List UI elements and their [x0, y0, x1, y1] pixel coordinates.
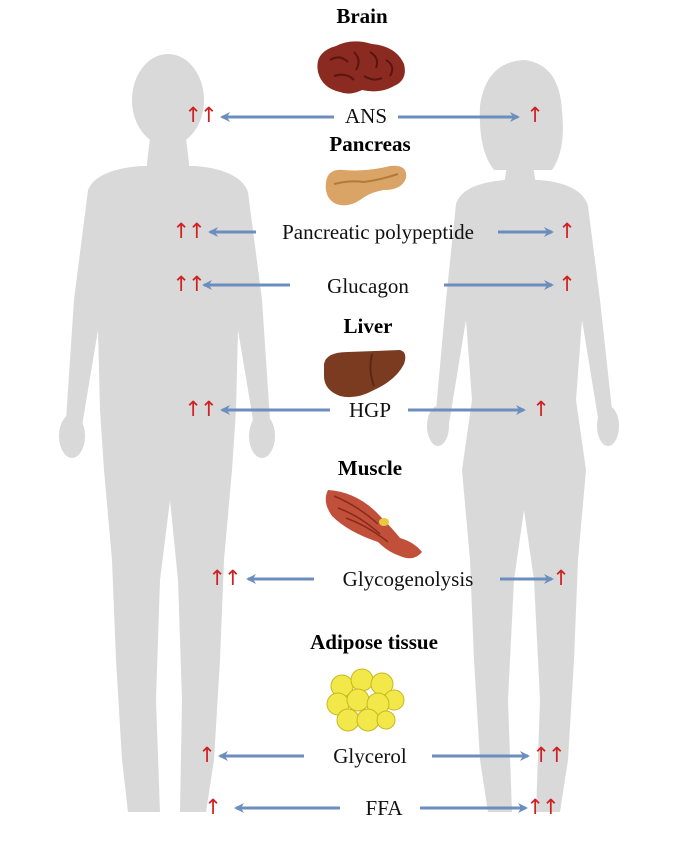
female-silhouette-icon [427, 60, 619, 812]
muscle-icon [325, 490, 422, 559]
glycogenolysis-female-indicator: ↑ [552, 566, 570, 590]
hgp-label: HGP [348, 398, 392, 422]
pancreatic-polypeptide-label: Pancreatic polypeptide [282, 220, 474, 244]
liver-icon [324, 350, 406, 398]
ffa-label: FFA [365, 796, 403, 820]
male-silhouette-icon [59, 54, 275, 812]
connector-arrows [202, 112, 554, 813]
glucagon-male-indicator: ↑↑ [172, 272, 205, 296]
pancreas-icon [325, 165, 407, 206]
ffa-female-indicator: ↑↑ [526, 795, 559, 819]
glycerol-female-indicator: ↑↑ [532, 743, 565, 767]
glucagon-label: Glucagon [327, 274, 409, 298]
glucagon-female-indicator: ↑ [558, 272, 576, 296]
brain-heading: Brain [336, 4, 388, 28]
hgp-female-indicator: ↑ [532, 397, 550, 421]
pancreas-heading: Pancreas [329, 132, 411, 156]
glycerol-male-indicator: ↑ [198, 743, 216, 767]
brain-icon [317, 41, 405, 94]
adipose-tissue-heading: Adipose tissue [310, 630, 438, 654]
hgp-male-indicator: ↑↑ [184, 397, 217, 421]
muscle-heading: Muscle [337, 456, 403, 480]
liver-heading: Liver [343, 314, 393, 338]
glycerol-label: Glycerol [333, 744, 407, 768]
glycogenolysis-male-indicator: ↑↑ [208, 566, 241, 590]
ans-label: ANS [344, 104, 388, 128]
ans-male-indicator: ↑↑ [184, 103, 217, 127]
pancreatic-polypeptide-male-indicator: ↑↑ [172, 219, 205, 243]
ffa-male-indicator: ↑ [204, 795, 222, 819]
glycogenolysis-label: Glycogenolysis [342, 567, 474, 591]
adipose-tissue-icon [326, 668, 405, 732]
pancreatic-polypeptide-female-indicator: ↑ [558, 219, 576, 243]
ans-female-indicator: ↑ [526, 103, 544, 127]
